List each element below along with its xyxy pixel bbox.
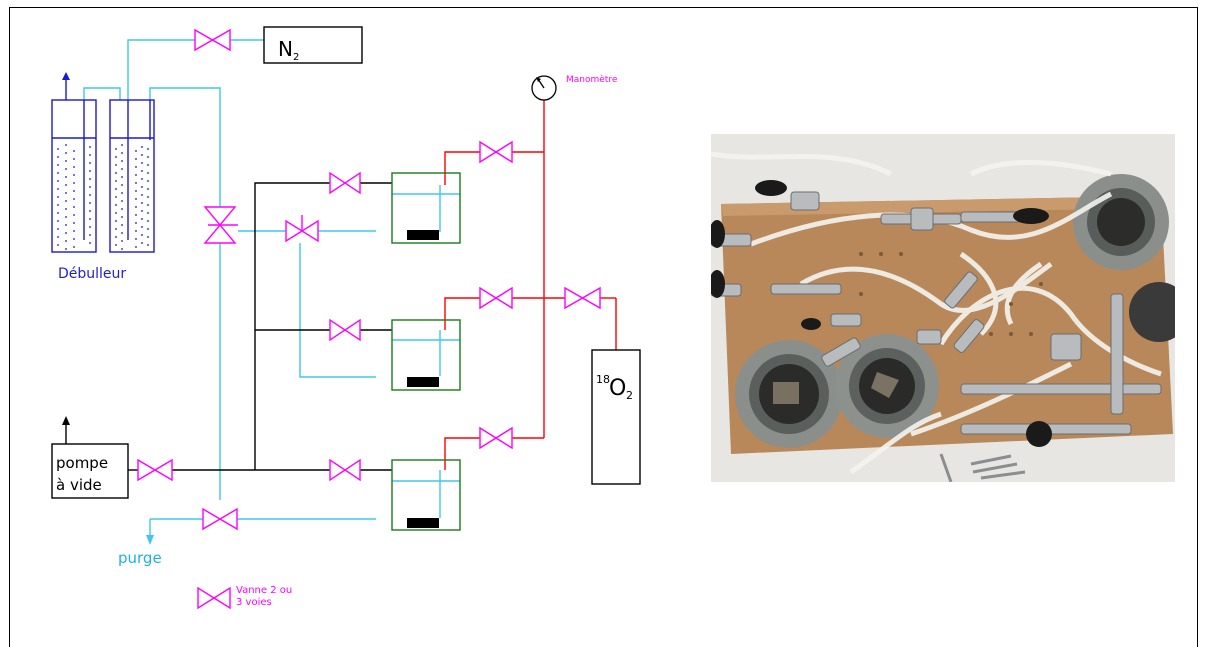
port-bottom-left xyxy=(735,340,843,448)
port-bottom-middle xyxy=(835,334,939,438)
svg-text:18: 18 xyxy=(596,373,610,386)
vacuum-pump: pompe à vide xyxy=(51,443,129,499)
cell-bottom xyxy=(391,459,461,531)
valve-cell1-gas xyxy=(479,140,513,164)
cell-top xyxy=(391,172,461,244)
valve-cell2-gas xyxy=(479,286,513,310)
valve-o2 xyxy=(564,286,601,310)
lab-bench-photo xyxy=(711,134,1175,482)
valve-cell3-vac xyxy=(329,458,361,482)
cell-middle xyxy=(391,319,461,391)
vacuum-lines xyxy=(62,182,392,471)
figure-frame xyxy=(9,7,1198,647)
svg-text:2: 2 xyxy=(293,52,299,63)
valves xyxy=(137,28,601,610)
bubbler-right xyxy=(109,99,155,253)
bubbler-label: Débulleur xyxy=(58,266,126,282)
valve-legend-line2: 3 voies xyxy=(236,597,272,608)
carrier-lines xyxy=(83,39,460,545)
valve-cell1-vac xyxy=(329,171,361,195)
valve-cell2-vac xyxy=(329,318,361,342)
valve-legend-symbol xyxy=(197,586,231,610)
svg-text:N: N xyxy=(278,37,293,61)
apparatus-diagram: N 2 pompe à vide 18 O 2 Manomètre Débull… xyxy=(51,26,641,610)
manometer-icon xyxy=(531,75,557,101)
valve-3way xyxy=(203,206,238,244)
svg-text:pompe: pompe xyxy=(56,454,108,472)
n2-cylinder: N 2 xyxy=(263,26,363,64)
svg-text:O: O xyxy=(609,376,626,401)
port-top-right xyxy=(1073,174,1169,270)
svg-text:à vide: à vide xyxy=(56,476,102,494)
valve-legend-line1: Vanne 2 ou xyxy=(236,585,292,596)
svg-text:2: 2 xyxy=(626,389,633,402)
o2-cylinder: 18 O 2 xyxy=(591,349,641,485)
valve-cell1-carrier xyxy=(285,215,319,243)
manometer-label: Manomètre xyxy=(566,74,618,85)
valve-purge xyxy=(202,507,238,531)
bubbler-left xyxy=(51,72,97,253)
gas-lines xyxy=(444,100,617,470)
valve-n2 xyxy=(194,28,231,52)
valve-cell3-gas xyxy=(479,426,513,450)
valve-pump xyxy=(137,458,173,482)
purge-label: purge xyxy=(118,549,162,567)
